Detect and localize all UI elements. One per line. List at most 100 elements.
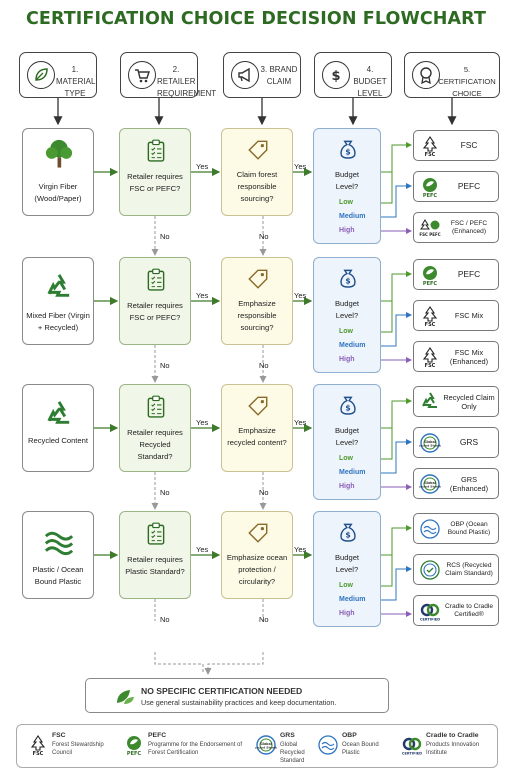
level-high: High	[339, 356, 355, 363]
clipboard-icon	[144, 394, 168, 423]
header-brand-claim: 3. BRAND CLAIM	[223, 52, 301, 98]
svg-text:Global: Global	[260, 742, 271, 746]
material-box: Plastic / Ocean Bound Plastic	[22, 511, 94, 599]
obp-logo-icon	[317, 734, 339, 756]
megaphone-icon	[231, 61, 259, 89]
no-label: No	[259, 488, 269, 497]
budget-box: $ Budget Level?	[313, 511, 381, 627]
retailer-question-box: Retailer requires Recycled Standard?	[119, 384, 191, 472]
svg-text:$: $	[345, 147, 350, 156]
yes-label: Yes	[294, 291, 307, 300]
claim-question-box: Emphasize ocean protection / circularity…	[221, 511, 293, 599]
fsc-logo-icon: FSC	[419, 346, 441, 369]
level-medium: Medium	[339, 596, 366, 603]
pefc-logo-icon: PEFC	[419, 176, 441, 199]
certification-label: GRS	[459, 437, 479, 447]
fallback-title: NO SPECIFIC CERTIFICATION NEEDED	[141, 686, 303, 696]
retailer-question: Retailer requires Plastic Standard?	[125, 555, 185, 576]
yes-label: Yes	[294, 418, 307, 427]
pefc-logo-icon: PEFC	[123, 734, 145, 757]
fsc-logo-icon: FSC	[419, 305, 441, 328]
money-bag-icon: $	[336, 520, 360, 549]
budget-box: $ Budget Level?	[313, 384, 381, 500]
level-high: High	[339, 483, 355, 490]
level-high: High	[339, 227, 355, 234]
tag-icon	[246, 394, 270, 423]
legend-abbr: GRS	[280, 732, 295, 739]
material-label: Plastic / Ocean Bound Plastic	[32, 565, 84, 586]
leaf-icon	[27, 61, 55, 89]
no-label: No	[160, 615, 170, 624]
clipboard-icon	[144, 138, 168, 167]
level-high: High	[339, 610, 355, 617]
svg-text:$: $	[345, 276, 350, 285]
fallback-subtitle: Use general sustainability practices and…	[141, 698, 337, 707]
certification-label: Recycled Claim Only	[443, 392, 495, 411]
level-medium: Medium	[339, 213, 366, 220]
no-label: No	[160, 232, 170, 241]
certification-option: FSC FSC	[413, 130, 499, 161]
certification-label: PEFC	[457, 269, 481, 279]
yes-label: Yes	[196, 418, 209, 427]
budget-question: Budget Level?	[334, 553, 360, 574]
leaves-icon	[114, 685, 136, 712]
recycle-icon	[43, 272, 75, 309]
svg-text:FSC PEFC: FSC PEFC	[419, 232, 440, 237]
budget-box: $ Budget Level?	[313, 128, 381, 244]
money-bag-icon: $	[336, 266, 360, 295]
budget-question: Budget Level?	[334, 170, 360, 191]
retailer-question-box: Retailer requires FSC or PEFC?	[119, 128, 191, 216]
badge-icon	[412, 61, 440, 89]
material-box: Virgin Fiber (Wood/Paper)	[22, 128, 94, 216]
svg-text:Recycled Standard: Recycled Standard	[255, 746, 277, 750]
header-retailer-requirement: 2. RETAILER REQUIREMENT	[120, 52, 216, 98]
certification-label: OBP (Ocean Bound Plastic)	[447, 520, 491, 536]
svg-text:PEFC: PEFC	[423, 281, 437, 286]
c2c-logo-icon: CERTIFIED	[419, 600, 441, 622]
header-label: 5. CERTIFICATION CHOICE	[438, 65, 496, 98]
legend-item: FSC FSC Forest Stewardship Council	[27, 732, 117, 766]
no-label: No	[160, 361, 170, 370]
budget-box: $ Budget Level?	[313, 257, 381, 373]
svg-text:Global: Global	[424, 481, 435, 485]
budget-question: Budget Level?	[334, 299, 360, 320]
claim-question: Claim forest responsible sourcing?	[236, 170, 278, 203]
certification-label: FSC Mix	[454, 311, 484, 320]
no-label: No	[259, 361, 269, 370]
recycle-icon	[43, 399, 75, 436]
retailer-question: Retailer requires Recycled Standard?	[127, 428, 183, 461]
material-label: Mixed Fiber (Virgin + Recycled)	[26, 311, 90, 332]
level-medium: Medium	[339, 342, 366, 349]
svg-text:CERTIFIED: CERTIFIED	[420, 618, 440, 622]
certification-option: OBP (Ocean Bound Plastic)	[413, 513, 499, 544]
certification-label: FSC Mix (Enhanced)	[449, 347, 489, 366]
material-box: Recycled Content	[22, 384, 94, 472]
svg-text:PEFC: PEFC	[423, 193, 437, 198]
page-title: CERTIFICATION CHOICE DECISION FLOWCHART	[25, 9, 487, 29]
obp-logo-icon	[419, 518, 441, 540]
legend-name: Programme for the Endorsement of Forest …	[148, 742, 243, 756]
fsc-pefc-logo-icon: FSC PEFC	[419, 217, 441, 239]
svg-text:FSC: FSC	[425, 363, 436, 368]
header-certification-choice: 5. CERTIFICATION CHOICE	[404, 52, 500, 98]
svg-text:Recycled Standard: Recycled Standard	[419, 444, 441, 448]
rcs-logo-icon	[419, 559, 441, 581]
retailer-question: Retailer requires FSC or PEFC?	[127, 172, 183, 193]
certification-option: FSC FSC Mix	[413, 300, 499, 331]
legend-abbr: FSC	[52, 732, 66, 739]
svg-text:PEFC: PEFC	[127, 751, 141, 756]
certification-label: PEFC	[457, 181, 481, 191]
certification-label: FSC / PEFC (Enhanced)	[450, 219, 488, 235]
no-label: No	[259, 232, 269, 241]
claim-question-box: Emphasize recycled content?	[221, 384, 293, 472]
certification-option: PEFC PEFC	[413, 259, 499, 290]
certification-option: FSC FSC Mix (Enhanced)	[413, 341, 499, 372]
certification-option: CERTIFIED Cradle to Cradle Certified®	[413, 595, 499, 626]
material-label: Recycled Content	[28, 436, 88, 445]
retailer-question: Retailer requires FSC or PEFC?	[127, 301, 183, 322]
certification-option: FSC PEFC FSC / PEFC (Enhanced)	[413, 212, 499, 243]
svg-text:Global: Global	[424, 440, 435, 444]
material-label: Virgin Fiber (Wood/Paper)	[34, 182, 82, 203]
